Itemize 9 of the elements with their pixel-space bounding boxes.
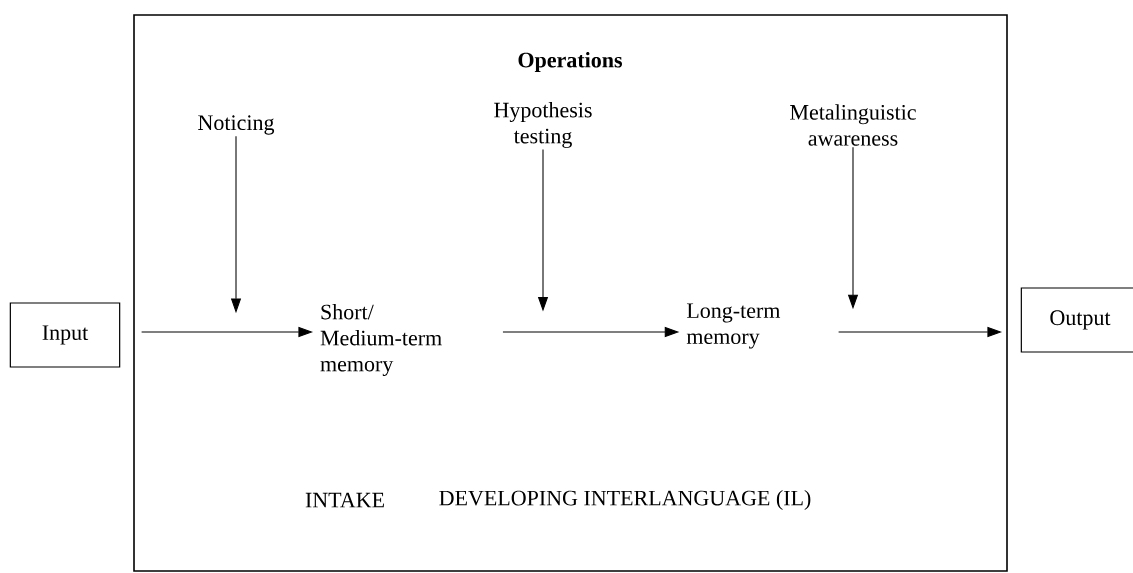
- stage-label: INTAKE: [305, 492, 384, 508]
- text-label: Long-term memory: [686, 303, 781, 349]
- process-box: Input: [9, 302, 121, 368]
- text-label: Noticing: [198, 115, 275, 135]
- stage-label: DEVELOPING INTERLANGUAGE (IL): [439, 490, 811, 510]
- process-box: Output: [1020, 287, 1133, 353]
- text-label: Metalinguistic awareness: [790, 104, 916, 146]
- text-label: Short/ Medium-term memory: [320, 304, 442, 376]
- text-label: Hypothesis testing: [494, 102, 592, 148]
